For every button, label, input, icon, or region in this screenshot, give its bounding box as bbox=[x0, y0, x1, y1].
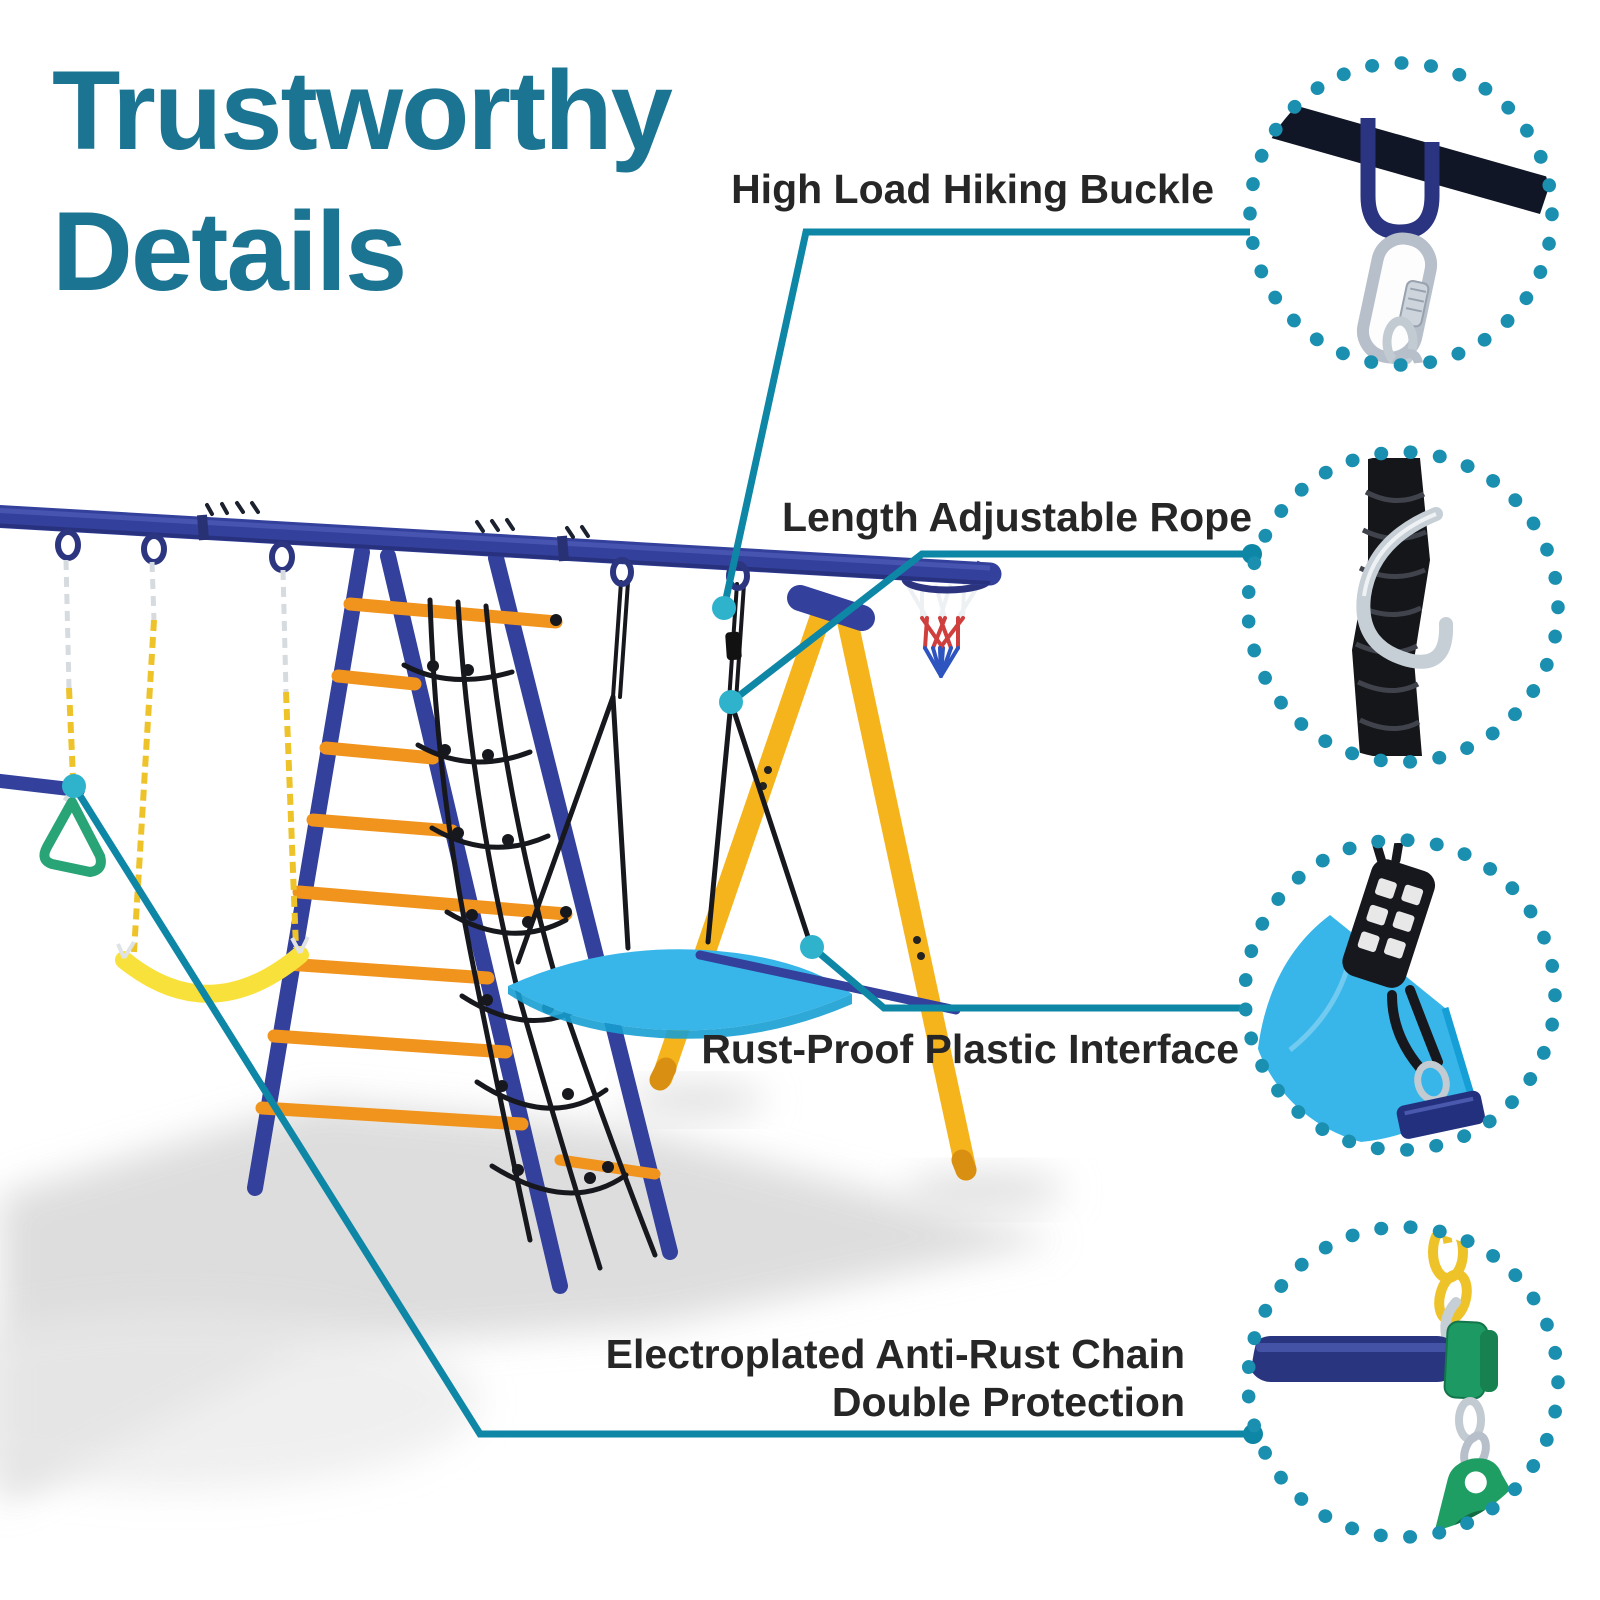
detail-circle-chain bbox=[1241, 1220, 1565, 1544]
callout-lines bbox=[62, 228, 1263, 1444]
ground-shadow bbox=[0, 1084, 1065, 1505]
feature-label-chain-line1: Electroplated Anti-Rust Chain bbox=[605, 1331, 1185, 1377]
callout-line-buckle bbox=[720, 228, 1250, 609]
adjustable-rope-s-hook-icon bbox=[1352, 458, 1454, 756]
swing-seat bbox=[115, 946, 309, 1003]
dotted-ring bbox=[1243, 56, 1559, 372]
detail-circle-rope bbox=[1241, 445, 1565, 769]
page-title-line2: Details bbox=[52, 189, 407, 315]
detail-circle-buckle bbox=[1243, 56, 1559, 372]
a-frame-left bbox=[247, 544, 678, 1294]
belt-swing bbox=[63, 559, 310, 1003]
anti-rust-chain-clamp-icon bbox=[1251, 1230, 1533, 1534]
plastic-interface-adjuster-icon bbox=[1258, 843, 1485, 1144]
rope-adjuster bbox=[725, 631, 742, 661]
trapeze-rings bbox=[0, 773, 106, 877]
saucer-strut bbox=[695, 950, 961, 1015]
dotted-ring bbox=[1241, 1220, 1565, 1544]
feature-label-rope: Length Adjustable Rope bbox=[782, 494, 1252, 540]
net-knots bbox=[427, 614, 614, 1184]
saucer-swing bbox=[508, 580, 961, 1039]
callout-line-chain bbox=[71, 784, 1253, 1438]
beam-clips bbox=[205, 501, 590, 539]
main-beam bbox=[0, 501, 1002, 591]
trapeze-handle bbox=[39, 797, 106, 877]
feature-label-chain-line2: Double Protection bbox=[831, 1379, 1185, 1426]
callout-line-rope bbox=[728, 550, 1250, 705]
hoop-net bbox=[906, 584, 980, 678]
dotted-ring bbox=[1241, 445, 1565, 769]
callout-line-interface bbox=[809, 944, 1246, 1012]
feature-label-interface: Rust-Proof Plastic Interface bbox=[701, 1026, 1239, 1072]
hiking-buckle-carabiner-icon bbox=[1251, 96, 1551, 364]
page-title-line1: Trustworthy bbox=[52, 48, 673, 173]
feature-label-buckle: High Load Hiking Buckle bbox=[731, 166, 1214, 212]
feature-label-chain: Electroplated Anti-Rust Chain Double Pro… bbox=[606, 1330, 1185, 1427]
dotted-ring bbox=[1238, 833, 1562, 1157]
detail-circle-interface bbox=[1238, 833, 1562, 1157]
page-title: Trustworthy Details bbox=[52, 40, 673, 322]
